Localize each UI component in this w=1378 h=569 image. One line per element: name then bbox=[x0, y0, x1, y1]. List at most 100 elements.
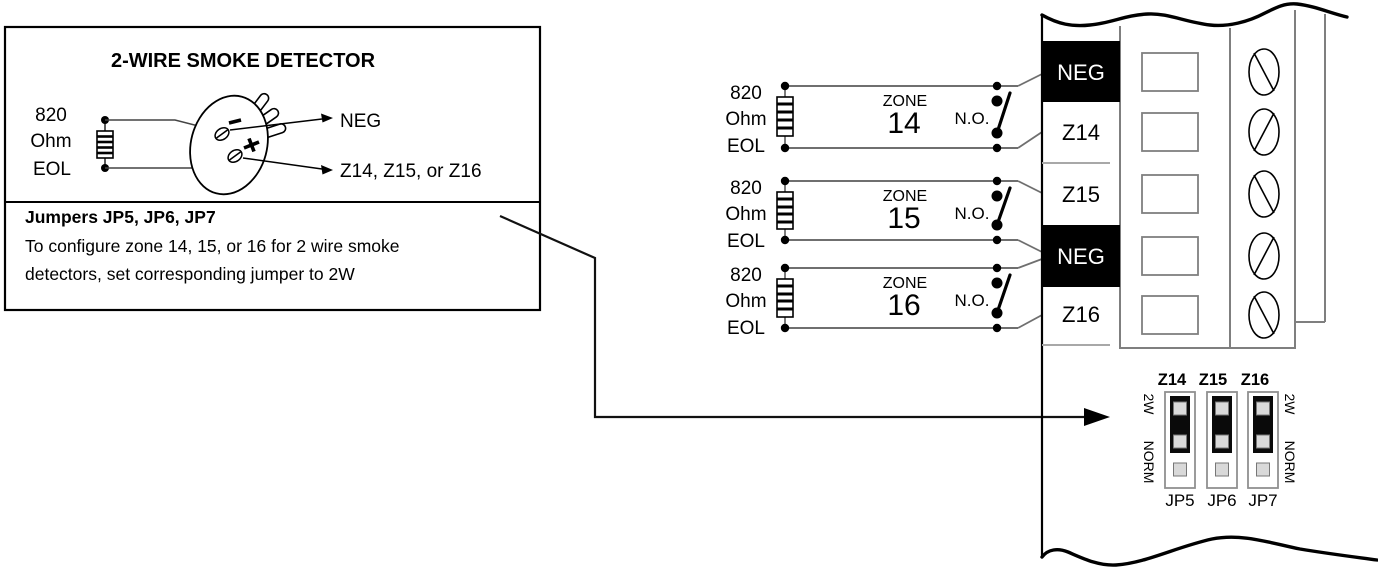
arrowhead-icon bbox=[321, 113, 333, 123]
jumper-header-z16: Z16 bbox=[1241, 371, 1269, 389]
zone15-eol-ohm: Ohm bbox=[725, 204, 766, 225]
jumper-name-jp6: JP6 bbox=[1207, 491, 1236, 510]
plus-sign-icon bbox=[243, 137, 260, 153]
jumper-pin bbox=[1215, 401, 1229, 416]
zone14-eol-ohm: Ohm bbox=[725, 109, 766, 130]
jumper-block: Z14 Z15 Z16 bbox=[1141, 371, 1298, 510]
zone15-eol-resistor bbox=[776, 191, 794, 230]
info-box: 2-WIRE SMOKE DETECTOR 820 Ohm EOL bbox=[3, 25, 542, 312]
eol-resistor-symbol bbox=[96, 116, 114, 172]
zone16-contact-type: N.O. bbox=[955, 291, 990, 310]
jumper-pos-2w-right: 2W bbox=[1282, 394, 1298, 416]
jumper-pos-norm-right: NORM bbox=[1282, 441, 1298, 484]
terminal-screws bbox=[1248, 48, 1280, 339]
zone15-label: ZONE bbox=[883, 188, 927, 205]
jumpers-note-heading: Jumpers JP5, JP6, JP7 bbox=[25, 207, 216, 227]
terminal-contact bbox=[1141, 52, 1199, 92]
terminal-label-z15: Z15 bbox=[1062, 182, 1100, 207]
info-box-border bbox=[3, 25, 542, 312]
jumper-pin bbox=[1173, 401, 1187, 416]
jumper-pin bbox=[1215, 434, 1229, 449]
jumper-header-z15: Z15 bbox=[1199, 371, 1227, 389]
zone15-eol-820: 820 bbox=[730, 178, 762, 199]
jumper-jp7 bbox=[1247, 391, 1279, 489]
neg-output-label: NEG bbox=[340, 111, 381, 132]
circuit-board: NEG Z14 Z15 NEG Z16 bbox=[1040, 2, 1378, 567]
jumpers-note-line1: To configure zone 14, 15, or 16 for 2 wi… bbox=[25, 236, 400, 256]
callout-arrow bbox=[499, 214, 1110, 426]
jumper-name-jp5: JP5 bbox=[1165, 491, 1194, 510]
terminal-contact bbox=[1141, 236, 1199, 276]
jumper-name-jp7: JP7 bbox=[1248, 491, 1277, 510]
jumpers-note-line2: detectors, set corresponding jumper to 2… bbox=[25, 264, 355, 284]
eol-label-eol: EOL bbox=[33, 159, 71, 180]
jumper-pin bbox=[1256, 434, 1270, 449]
eol-label-820: 820 bbox=[35, 105, 67, 126]
jumper-pin-norm bbox=[1173, 462, 1187, 477]
neg-terminal-bg bbox=[1042, 225, 1120, 287]
zone16-top-lead bbox=[1017, 258, 1043, 269]
zone15-top-lead bbox=[1017, 180, 1043, 194]
terminal-contact bbox=[1141, 295, 1199, 335]
terminal-contact bbox=[1141, 174, 1199, 214]
zone-output-arrow bbox=[242, 157, 333, 175]
zone15-bottom-lead bbox=[1017, 239, 1043, 253]
arrowhead-icon bbox=[321, 165, 333, 175]
neg-terminal-bg bbox=[1042, 41, 1120, 102]
zone16-eol-ohm: Ohm bbox=[725, 291, 766, 312]
zone14-eol-eol: EOL bbox=[727, 136, 765, 157]
terminal-contact bbox=[1141, 112, 1199, 152]
terminal-labels: NEG Z14 Z15 NEG Z16 bbox=[1042, 41, 1120, 346]
zone16-eol-eol: EOL bbox=[727, 318, 765, 339]
eol-label-ohm: Ohm bbox=[30, 131, 71, 152]
zone14-contact-type: N.O. bbox=[955, 109, 990, 128]
zone16-no-switch bbox=[991, 273, 1012, 319]
zone14-label: ZONE bbox=[883, 93, 927, 110]
zone14-number: 14 bbox=[887, 107, 920, 140]
jumper-pos-2w-left: 2W bbox=[1141, 394, 1157, 416]
zone16-eol-820: 820 bbox=[730, 265, 762, 286]
jumper-pos-norm-left: NORM bbox=[1141, 441, 1157, 484]
zone-output-label: Z14, Z15, or Z16 bbox=[340, 161, 482, 182]
zone14-no-switch bbox=[991, 91, 1012, 139]
neg-output-arrow bbox=[229, 113, 333, 131]
screw-icon bbox=[1248, 48, 1280, 96]
minus-sign-icon bbox=[228, 118, 242, 125]
jumper-pin-norm bbox=[1256, 462, 1270, 477]
screw-icon bbox=[1248, 291, 1280, 339]
zone15-no-switch bbox=[991, 186, 1012, 231]
plus-terminal-screw-icon bbox=[227, 149, 243, 163]
terminal-label-z16: Z16 bbox=[1062, 302, 1100, 327]
zone15-number: 15 bbox=[887, 202, 920, 235]
screw-icon bbox=[1248, 232, 1280, 280]
screw-icon bbox=[1248, 108, 1280, 156]
zone16-number: 16 bbox=[887, 289, 920, 322]
zone14-top-lead bbox=[1017, 73, 1043, 87]
jumper-jp6 bbox=[1206, 391, 1238, 489]
jumper-pin bbox=[1173, 434, 1187, 449]
zone-circuit-15: 820 Ohm EOL ZONE 15 N.O. bbox=[725, 176, 1043, 253]
jumper-pin-norm bbox=[1215, 462, 1229, 477]
zone14-bottom-lead bbox=[1017, 131, 1043, 149]
minus-terminal-screw-icon bbox=[214, 127, 230, 141]
board-torn-edge-top bbox=[1040, 2, 1349, 28]
zone15-eol-eol: EOL bbox=[727, 231, 765, 252]
smoke-detector-drawing bbox=[189, 92, 287, 196]
zone-circuit-14: 820 Ohm EOL ZONE 14 N.O. bbox=[725, 73, 1043, 157]
info-box-title: 2-WIRE SMOKE DETECTOR bbox=[111, 50, 376, 72]
jumper-pin bbox=[1256, 401, 1270, 416]
detector-base bbox=[189, 94, 269, 196]
jumper-header-z14: Z14 bbox=[1158, 371, 1187, 389]
terminal-label-z14: Z14 bbox=[1062, 120, 1100, 145]
zone14-eol-820: 820 bbox=[730, 83, 762, 104]
jumper-jp5 bbox=[1164, 391, 1196, 489]
zone16-bottom-lead bbox=[1017, 314, 1043, 329]
zone15-contact-type: N.O. bbox=[955, 204, 990, 223]
terminal-label-neg-1: NEG bbox=[1057, 60, 1105, 85]
terminal-contacts bbox=[1141, 52, 1199, 335]
board-torn-edge-bottom bbox=[1040, 535, 1378, 567]
terminal-label-neg-2: NEG bbox=[1057, 244, 1105, 269]
zone16-eol-resistor bbox=[776, 278, 794, 318]
callout-arrowhead-icon bbox=[1084, 408, 1110, 426]
